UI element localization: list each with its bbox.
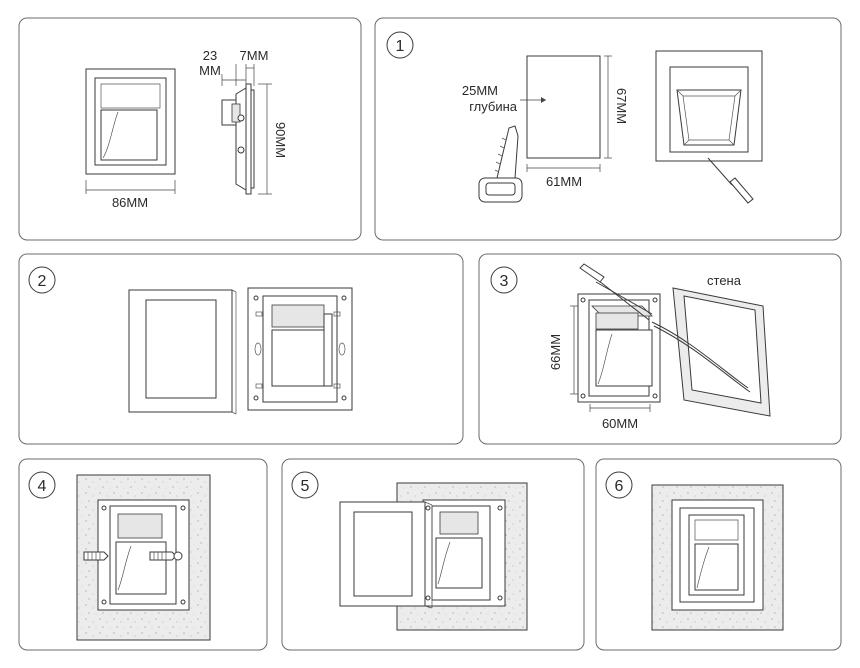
depth-label: 25MM — [462, 83, 498, 98]
box-height-label: 66MM — [548, 334, 563, 370]
panel-step-6: 6 — [595, 458, 842, 651]
inner-height-label: 67MM — [614, 88, 629, 124]
recess-top-label: 23 — [203, 48, 217, 63]
panel-dimensions: 86MM 23 MM 7MM 90MM — [18, 17, 362, 241]
box-width-label: 60MM — [602, 416, 638, 431]
step-number-5: 5 — [301, 478, 310, 495]
depth-word-label: глубина — [469, 99, 518, 114]
panel-step-2: 2 — [18, 253, 464, 445]
recess-bottom-label: MM — [199, 63, 221, 78]
inner-width-label: 61MM — [546, 174, 582, 189]
panel-step-1: 1 61MM 67MM 25MM глубина — [374, 17, 842, 241]
height-total-label: 90MM — [273, 122, 288, 158]
protrusion-label: 7MM — [240, 48, 269, 63]
step-number-6: 6 — [615, 478, 624, 495]
step-number-2: 2 — [38, 273, 47, 290]
step-number-4: 4 — [38, 478, 47, 495]
step-number-3: 3 — [500, 273, 509, 290]
wall-label: стена — [707, 273, 742, 288]
panel-step-4: 4 — [18, 458, 268, 651]
panel-step-3: 3 стена 66MM 60MM — [478, 253, 842, 445]
width-total-label: 86MM — [112, 195, 148, 210]
step-number-1: 1 — [396, 38, 405, 55]
panel-step-5: 5 — [281, 458, 585, 651]
